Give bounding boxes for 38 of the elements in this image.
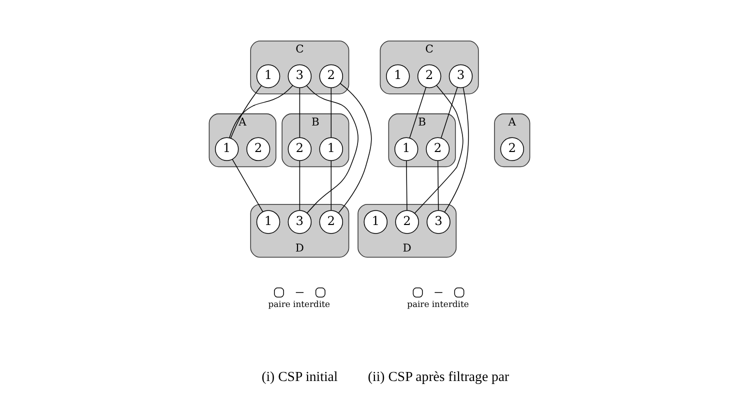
connector <box>414 85 464 214</box>
connector <box>230 85 262 138</box>
connector <box>229 85 294 138</box>
node-circle: 3 <box>426 210 450 234</box>
connector <box>406 160 408 211</box>
node-circle: 1 <box>386 64 410 88</box>
label: (i) CSP initial <box>262 369 338 384</box>
node-circle: 3 <box>288 210 312 234</box>
node-circle: 2 <box>500 137 524 161</box>
node-circle: 2 <box>288 137 312 161</box>
node-circle: 3 <box>448 64 473 88</box>
connector <box>299 87 300 138</box>
connector <box>438 160 439 211</box>
node-circle: 2 <box>417 64 442 88</box>
node-circle: 2 <box>319 64 344 88</box>
node-circle: 2 <box>319 210 344 234</box>
connector <box>232 159 264 212</box>
connector <box>409 87 426 138</box>
node-circle: 1 <box>256 64 280 88</box>
node-circle: 1 <box>319 137 344 161</box>
legend-label: paire interdite <box>407 298 469 309</box>
node-circle: 2 <box>395 210 419 234</box>
connector <box>440 87 458 138</box>
node-circle: 1 <box>214 137 239 161</box>
node-circle: 2 <box>426 137 450 161</box>
connector <box>338 83 372 214</box>
node-circle: 2 <box>246 137 270 161</box>
legend-label: paire interdite <box>268 298 330 309</box>
connector <box>444 87 469 212</box>
connector <box>330 160 332 211</box>
node-circle: 1 <box>364 210 388 234</box>
connector <box>306 85 358 214</box>
node-circle: 3 <box>288 64 312 88</box>
connector <box>330 87 332 138</box>
connector <box>299 160 300 211</box>
label: (ii) CSP après filtrage par <box>368 369 510 384</box>
node-circle: 1 <box>256 210 280 234</box>
node-circle: 1 <box>394 137 418 161</box>
